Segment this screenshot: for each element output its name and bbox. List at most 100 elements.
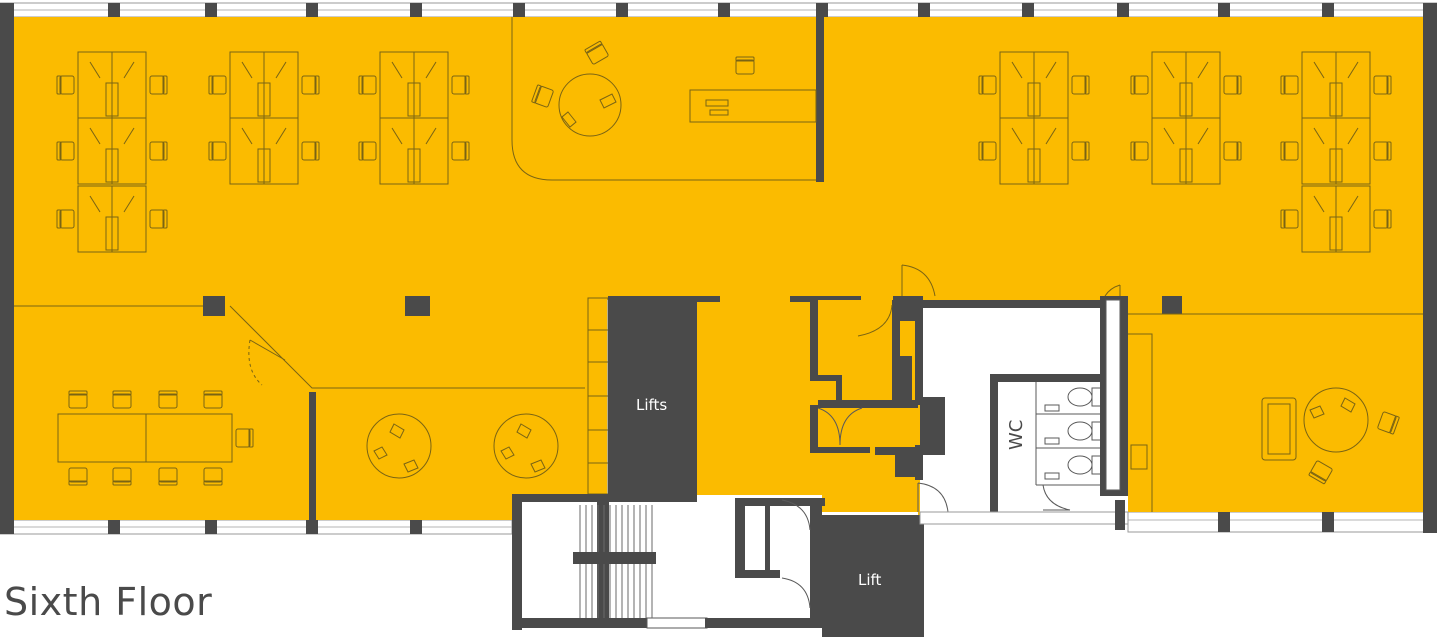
window-mullion-icon — [513, 3, 525, 17]
window-mullion-icon — [306, 3, 318, 17]
wc-cubicles — [1035, 382, 1104, 486]
chair-icon — [301, 75, 320, 95]
desk-cluster-icon — [56, 185, 168, 253]
lifts-label: Lifts — [636, 396, 667, 414]
chair-icon — [1373, 209, 1392, 229]
round-table-icon — [366, 413, 432, 479]
office-floor-area — [14, 17, 1423, 520]
exterior-wall-left — [0, 3, 14, 534]
desk-cluster-icon — [1280, 117, 1392, 185]
window-mullions-top — [108, 3, 1334, 17]
chair-icon — [112, 467, 132, 486]
window-mullion-icon — [1322, 512, 1334, 532]
chair-icon — [158, 390, 178, 409]
chair-icon — [56, 141, 75, 161]
chair-icon — [358, 141, 377, 161]
toilet-icon — [1067, 455, 1103, 475]
chair-icon — [1308, 460, 1333, 485]
desk-clusters — [56, 51, 1392, 253]
partition-wall-lower — [309, 392, 316, 520]
store-room — [816, 300, 896, 400]
meeting-table-top — [57, 413, 233, 463]
window-mullion-icon — [718, 3, 730, 17]
chair-icon — [584, 40, 609, 65]
column-icon — [203, 296, 225, 316]
window-mullion-icon — [616, 3, 628, 17]
round-table-icon — [1303, 387, 1369, 453]
chair-icon — [358, 75, 377, 95]
partition-wall-upper — [816, 17, 824, 182]
chair-icon — [451, 75, 470, 95]
lounge-right-furniture — [1130, 387, 1400, 485]
chair-icon — [68, 390, 88, 409]
window-mullion-icon — [1218, 512, 1230, 532]
toilet-icon — [1067, 421, 1103, 441]
window-mullions-bottom — [108, 512, 1334, 534]
chair-icon — [1071, 75, 1090, 95]
door-swing-icon — [917, 482, 949, 513]
window-mullion-icon — [205, 3, 217, 17]
chair-icon — [1377, 411, 1400, 435]
chair-icon — [1373, 141, 1392, 161]
chair-icon — [68, 467, 88, 486]
window-strip-bottom-left — [0, 519, 513, 535]
window-mullion-icon — [108, 520, 120, 534]
window-mullion-icon — [1117, 3, 1129, 17]
chair-icon — [149, 141, 168, 161]
chair-icon — [203, 390, 223, 409]
chair-icon — [158, 467, 178, 486]
round-table-icon — [493, 413, 559, 479]
exterior-wall-right — [1423, 3, 1437, 533]
sink-unit — [1130, 444, 1148, 470]
door-swing-icon — [1104, 284, 1121, 297]
window-mullion-icon — [1022, 3, 1034, 17]
chair-icon — [978, 75, 997, 95]
desk-cluster-icon — [1130, 51, 1242, 119]
desk-cluster-icon — [208, 117, 320, 185]
chair-icon — [1130, 141, 1149, 161]
building-core: Lifts — [512, 264, 1129, 637]
window-strip-bottom-right — [1127, 511, 1437, 533]
desk-cluster-icon — [978, 117, 1090, 185]
wc-label: WC — [1006, 420, 1027, 450]
chair-icon — [56, 75, 75, 95]
window-mullion-icon — [306, 520, 318, 534]
chair-icon — [735, 56, 755, 75]
chair-icon — [56, 209, 75, 229]
lounge-area-outline-inner — [1128, 333, 1153, 512]
chair-icon — [208, 75, 227, 95]
round-table-icon — [558, 73, 622, 137]
desk-cluster-icon — [1280, 51, 1392, 119]
enclosed-lounge-outline — [511, 17, 822, 181]
desk-cluster-icon — [358, 117, 470, 185]
chair-icon — [1071, 141, 1090, 161]
chair-icon — [301, 141, 320, 161]
window-mullion-icon — [1218, 3, 1230, 17]
desk-cluster-icon — [56, 117, 168, 185]
lift-shaft — [822, 515, 924, 637]
desk-cluster-icon — [1130, 117, 1242, 185]
floor-title: Sixth Floor — [4, 580, 213, 624]
toilets — [1067, 387, 1103, 475]
chair-icon — [1223, 75, 1242, 95]
meeting-room-angled-wall — [229, 305, 585, 389]
chair-icon — [149, 75, 168, 95]
chair-icon — [451, 141, 470, 161]
lift-label: Lift — [858, 571, 882, 589]
door-swing-icon — [1042, 484, 1071, 511]
chair-icon — [235, 428, 254, 448]
window-mullion-icon — [816, 3, 828, 17]
window-mullion-icon — [918, 3, 930, 17]
chair-icon — [149, 209, 168, 229]
door-swing-icon — [248, 339, 286, 386]
chair-icon — [978, 141, 997, 161]
chair-icon — [112, 390, 132, 409]
column-icon — [405, 296, 430, 316]
window-mullion-icon — [410, 520, 422, 534]
meeting-table-icon — [57, 390, 254, 486]
round-tables — [366, 413, 559, 479]
door-swing-icon — [817, 407, 863, 446]
window-mullion-icon — [108, 3, 120, 17]
chair-icon — [1223, 141, 1242, 161]
